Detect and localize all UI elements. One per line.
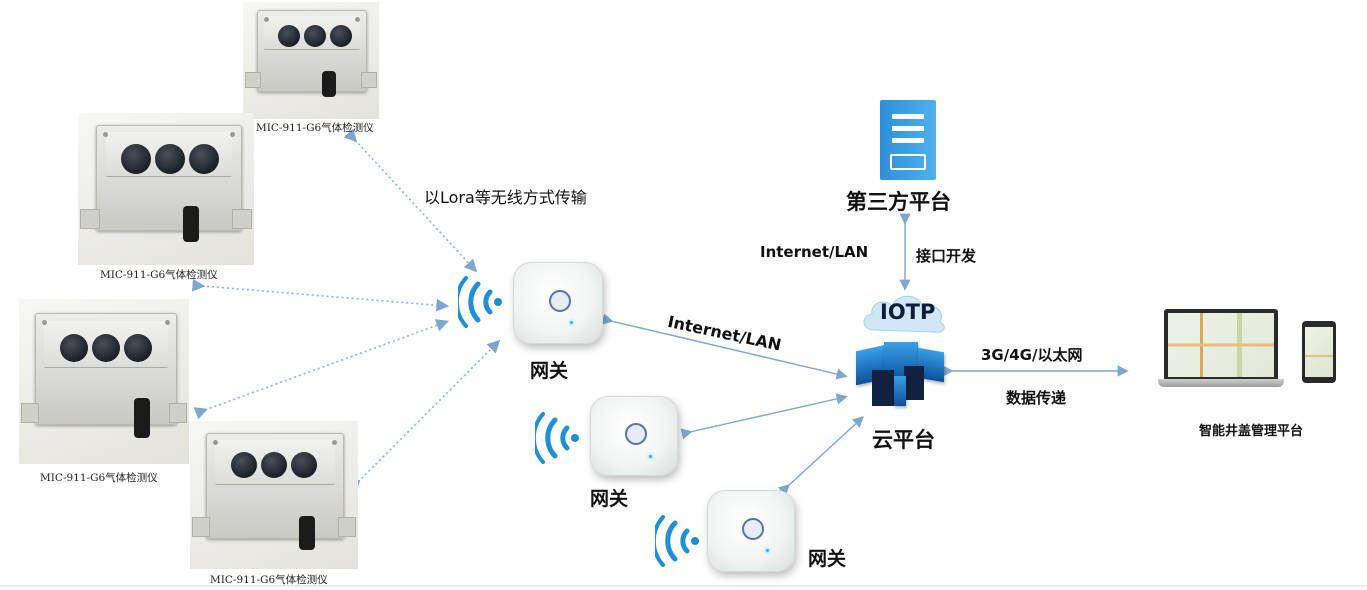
server-icon xyxy=(880,100,936,180)
sensor-label-4: MIC-911-G6气体检测仪 xyxy=(210,574,328,586)
phone-icon xyxy=(1302,321,1336,383)
lora-transmission-label: 以Lora等无线方式传输 xyxy=(424,188,587,207)
network-type-label: 3G/4G/以太网 xyxy=(981,346,1083,364)
gas-detector-photo-1 xyxy=(243,2,379,119)
arrow-gateway2-cloud xyxy=(680,393,848,440)
wifi-icon xyxy=(458,276,502,328)
cloud-icon xyxy=(863,295,945,333)
data-transfer-label: 数据传递 xyxy=(1006,389,1067,407)
gateway-device-2 xyxy=(590,396,678,476)
cloud-thirdparty-link-label: Internet/LAN xyxy=(760,243,869,261)
third-party-platform-label: 第三方平台 xyxy=(846,190,951,214)
sensor-label-2: MIC-911-G6气体检测仪 xyxy=(100,269,218,281)
sensor-label-1: MIC-911-G6气体检测仪 xyxy=(256,122,374,134)
gateway-label-3: 网关 xyxy=(808,548,847,570)
arrow-sensor2-gateway xyxy=(191,278,450,312)
laptop-icon xyxy=(1158,309,1284,391)
gas-detector-photo-4 xyxy=(190,421,358,569)
gateway-label-1: 网关 xyxy=(530,360,569,382)
gas-detector-photo-3 xyxy=(19,299,189,464)
iotp-label: IOTP xyxy=(880,300,936,324)
wifi-icon xyxy=(535,412,579,464)
api-development-label: 接口开发 xyxy=(916,247,977,265)
gateway-device-3 xyxy=(707,490,795,572)
cloud-platform-icon xyxy=(850,340,950,410)
gateway-label-2: 网关 xyxy=(590,488,629,510)
arrow-sensor4-gateway xyxy=(346,339,501,494)
arrow-gateway1-cloud xyxy=(601,313,848,380)
cloud-platform-label: 云平台 xyxy=(872,428,935,452)
management-platform-label: 智能井盖管理平台 xyxy=(1199,424,1304,439)
gateway-device-1 xyxy=(513,262,603,344)
arrow-gateway3-cloud xyxy=(778,416,865,496)
sensor-label-3: MIC-911-G6气体检测仪 xyxy=(40,472,158,484)
arrow-sensor3-gateway xyxy=(193,319,450,420)
gas-detector-photo-2 xyxy=(78,113,254,265)
wifi-icon xyxy=(655,515,699,567)
